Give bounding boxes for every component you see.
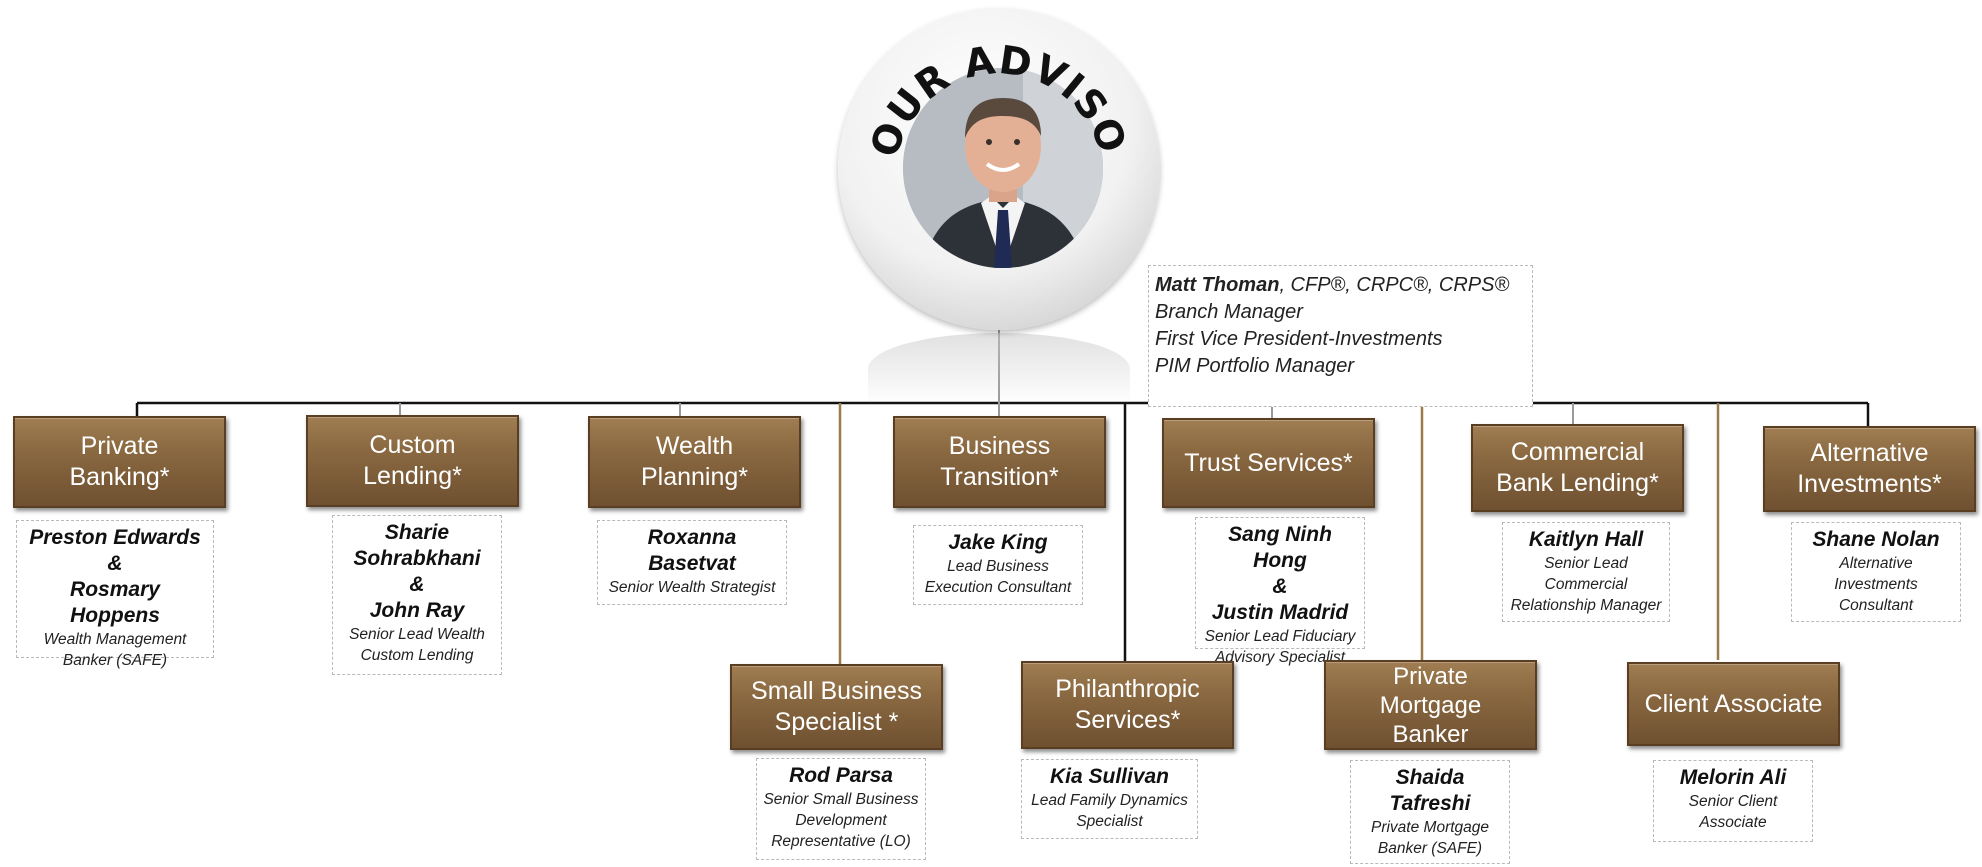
dept-business-transition: Business Transition* [893, 416, 1106, 508]
contact-card-alternative-investments: Shane Nolan Alternative Investments Cons… [1791, 522, 1961, 622]
contact-card-commercial-bank-lending: Kaitlyn Hall Senior Lead Commercial Rela… [1502, 522, 1670, 622]
contact-title: Senior Wealth Strategist [608, 579, 776, 596]
contact-name: Roxanna Basetvat [647, 526, 737, 575]
contact-card-custom-lending: Sharie Sohrabkhani & John Ray Senior Lea… [332, 515, 502, 675]
contact-name: Sharie Sohrabkhani & John Ray [353, 521, 481, 622]
contact-title: Private Mortgage Banker (SAFE) [1370, 819, 1490, 857]
contact-name: Jake King [948, 531, 1048, 554]
contact-card-business-transition: Jake King Lead Business Execution Consul… [913, 525, 1083, 605]
contact-card-private-mortgage-banker: Shaida Tafreshi Private Mortgage Banker … [1350, 760, 1510, 864]
dept-commercial-bank-lending: Commercial Bank Lending* [1471, 424, 1684, 512]
dept-small-business-specialist: Small Business Specialist * [730, 664, 943, 750]
contact-title: Senior Small Business Development Repres… [763, 791, 919, 850]
contact-name: Shaida Tafreshi [1389, 766, 1471, 815]
badge-label: YOUR ADVISOR [838, 8, 1134, 163]
contact-title: Lead Family Dynamics Specialist [1031, 792, 1188, 830]
contact-name: Sang Ninh Hong & Justin Madrid [1211, 523, 1349, 624]
advisor-name-line: Matt Thoman, CFP®, CRPC®, CRPS® [1155, 272, 1526, 299]
contact-name: Shane Nolan [1812, 528, 1940, 551]
dept-private-mortgage-banker: Private Mortgage Banker [1324, 660, 1537, 750]
badge-label-arc: YOUR ADVISOR [838, 8, 1135, 163]
dept-alternative-investments: Alternative Investments* [1763, 426, 1976, 512]
dept-trust-services: Trust Services* [1162, 418, 1375, 508]
contact-card-small-business-specialist: Rod Parsa Senior Small Business Developm… [756, 758, 926, 860]
contact-title: Senior Lead Fiduciary Advisory Specialis… [1204, 628, 1356, 666]
contact-title: Senior Client Associate [1688, 793, 1778, 831]
contact-card-trust-services: Sang Ninh Hong & Justin Madrid Senior Le… [1195, 517, 1365, 666]
contact-title: Lead Business Execution Consultant [924, 558, 1072, 596]
dept-client-associate: Client Associate [1627, 662, 1840, 746]
advisor-title: PIM Portfolio Manager [1155, 355, 1354, 377]
contact-card-wealth-planning: Roxanna Basetvat Senior Wealth Strategis… [597, 520, 787, 605]
contact-name: Rod Parsa [789, 764, 893, 787]
dept-wealth-planning: Wealth Planning* [588, 416, 801, 508]
contact-card-philanthropic-services: Kia Sullivan Lead Family Dynamics Specia… [1021, 759, 1198, 839]
advisor-info-card: Matt Thoman, CFP®, CRPC®, CRPS® Branch M… [1148, 265, 1533, 407]
contact-title: Alternative Investments Consultant [1834, 555, 1918, 614]
contact-card-client-associate: Melorin Ali Senior Client Associate [1653, 760, 1813, 842]
advisor-title: Branch Manager [1155, 301, 1303, 323]
contact-name: Preston Edwards & Rosmary Hoppens [29, 526, 201, 627]
contact-title: Senior Lead Commercial Relationship Mana… [1510, 555, 1662, 614]
dept-custom-lending: Custom Lending* [306, 415, 519, 507]
contact-name: Melorin Ali [1679, 766, 1787, 789]
contact-title: Senior Lead Wealth Custom Lending [349, 626, 485, 664]
contact-title: Wealth Management Banker (SAFE) [43, 631, 187, 669]
advisor-title: First Vice President-Investments [1155, 328, 1443, 350]
advisor-credentials: , CFP®, CRPC®, CRPS® [1279, 274, 1510, 296]
badge-reflection [868, 333, 1130, 405]
contact-name: Kaitlyn Hall [1528, 528, 1644, 551]
dept-private-banking: Private Banking* [13, 416, 226, 508]
contact-name: Kia Sullivan [1049, 765, 1170, 788]
dept-philanthropic-services: Philanthropic Services* [1021, 661, 1234, 749]
svg-text:YOUR ADVISOR: YOUR ADVISOR [838, 8, 1135, 163]
advisor-name: Matt Thoman [1155, 274, 1280, 296]
contact-card-private-banking: Preston Edwards & Rosmary Hoppens Wealth… [16, 520, 214, 669]
